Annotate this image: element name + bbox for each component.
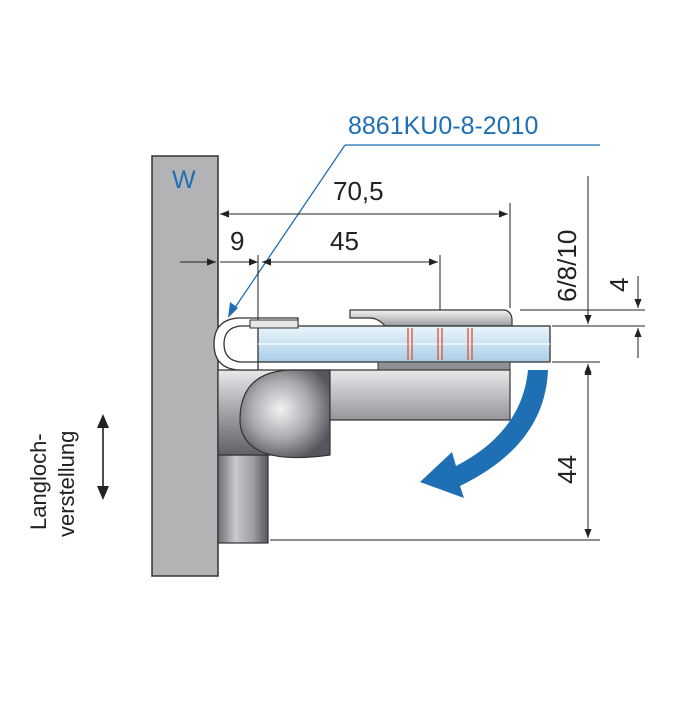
screw-marks <box>407 328 473 360</box>
leader-arrowhead <box>228 302 238 318</box>
dim-overall-length-text: 70,5 <box>333 176 384 206</box>
up-down-arrow-icon <box>97 414 109 500</box>
wall-label: W <box>172 166 196 194</box>
part-number-label: 8861KU0-8-2010 <box>348 112 538 140</box>
dimension-glass-thickness: 6/8/10 <box>552 176 592 380</box>
hinge-knuckle <box>239 369 331 459</box>
clamp-lower-lip <box>377 361 511 371</box>
side-label-line-2: verstellung <box>54 431 79 537</box>
dim-glass-thickness-text: 6/8/10 <box>552 230 582 302</box>
curved-rotation-arrow-icon <box>420 370 548 498</box>
clamp-plate <box>349 309 513 327</box>
part-number-leader <box>231 144 346 313</box>
dim-height-text: 44 <box>552 455 582 484</box>
side-label-line-1: Langloch- <box>26 433 51 530</box>
seal-lip <box>249 319 299 329</box>
dimension-gasket: 4 <box>604 276 642 358</box>
dim-gasket-text: 4 <box>604 278 634 292</box>
dim-offset-text: 9 <box>230 226 244 256</box>
dimension-overall-length: 70,5 <box>217 176 511 318</box>
vertical-extension-lines <box>270 309 645 541</box>
hinge-mount-block <box>217 454 269 544</box>
dimension-height: 44 <box>552 366 592 538</box>
dim-depth-text: 45 <box>330 226 359 256</box>
dimension-offset-depth: 9 45 <box>180 226 441 320</box>
wall <box>151 155 219 577</box>
